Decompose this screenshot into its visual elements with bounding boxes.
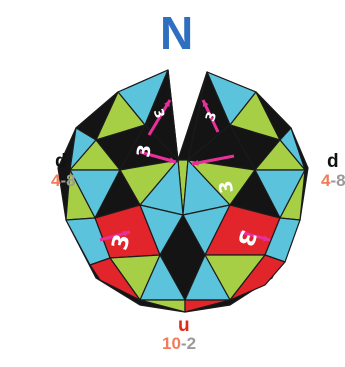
- right-second-number: 8: [336, 171, 345, 190]
- bottom-quark-numbers: 10-2: [162, 335, 196, 352]
- left-second-number: 8: [66, 171, 75, 190]
- particle-title: N: [160, 10, 193, 56]
- left-quark-letter: d: [55, 152, 67, 171]
- bottom-second-number: 2: [187, 334, 196, 353]
- bottom-quark-letter: u: [178, 316, 190, 335]
- polyhedron-faces: [58, 70, 308, 312]
- right-quark-numbers: 4-8: [321, 172, 345, 189]
- bottom-first-number: 10: [162, 334, 181, 353]
- left-quark-numbers: 4-8: [51, 172, 76, 189]
- right-quark-letter: d: [327, 152, 339, 171]
